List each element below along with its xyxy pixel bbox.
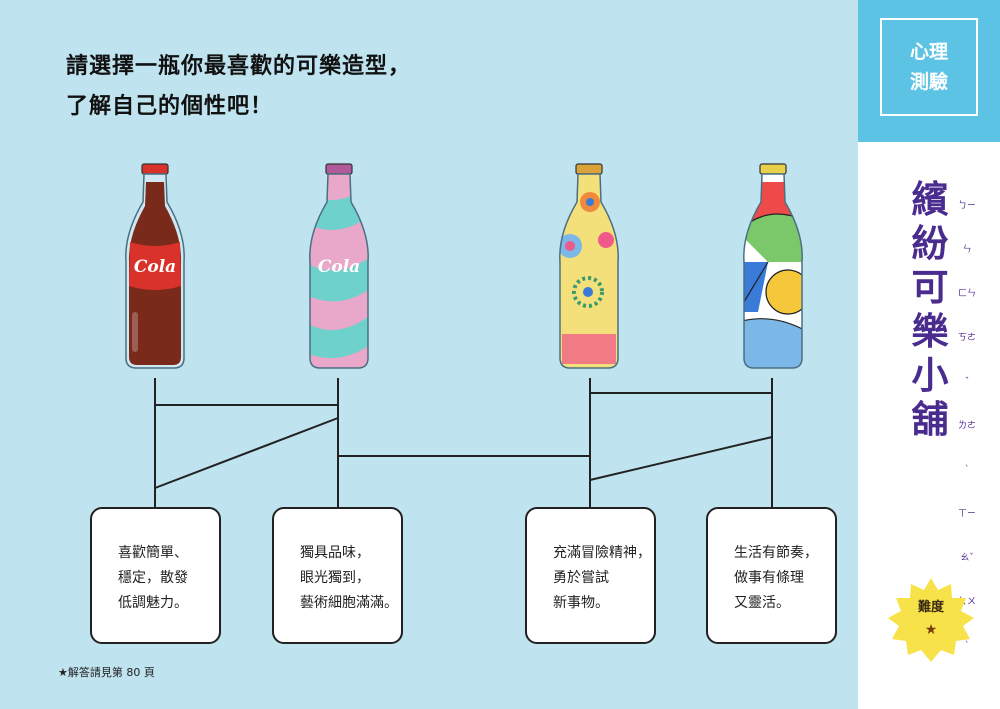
glass-panel xyxy=(743,318,803,368)
title-char: 樂 xyxy=(911,310,949,353)
card-line: 獨具品味， xyxy=(300,545,370,561)
card-line: 做事有條理 xyxy=(734,570,804,586)
card-line: 勇於嘗試 xyxy=(553,570,609,586)
result-card-3: 充滿冒險精神， 勇於嘗試 新事物。 xyxy=(525,507,656,644)
glass-panel xyxy=(743,214,803,262)
title-char: 舖 xyxy=(911,398,949,441)
bottle-outline xyxy=(559,173,619,369)
bottle-classic[interactable]: Cola xyxy=(120,162,190,374)
answer-footnote: ★解答請見第 80 頁 xyxy=(58,666,155,679)
card-line: 低調魅力。 xyxy=(118,595,188,611)
card-line: 又靈活。 xyxy=(734,595,790,611)
instruction-line-1: 請選擇一瓶你最喜歡的可樂造型， xyxy=(66,54,412,79)
difficulty-star-icon: ★ xyxy=(924,622,938,638)
flower-center xyxy=(583,287,593,297)
bottle-shine xyxy=(132,312,138,352)
sidebar-header: 心理 測驗 xyxy=(858,0,1000,142)
ladder-lines xyxy=(154,378,773,507)
ladder-rung xyxy=(154,417,339,489)
bopomofo-column: ㄅㄧㄣ ㄈㄣ ㄎㄜˇ ㄌㄜˋ ㄒㄧㄠˇ ㄆㄨˋ xyxy=(956,184,978,668)
card-line: 喜歡簡單、 xyxy=(118,545,188,561)
card-line: 充滿冒險精神， xyxy=(553,545,651,561)
difficulty-badge-icon xyxy=(888,578,974,662)
bopomofo: ㄆㄨˋ xyxy=(957,597,976,651)
vertical-title: 繽 紛 可 樂 小 舖 xyxy=(910,178,950,442)
card-line: 穩定，散發 xyxy=(118,570,188,586)
flower xyxy=(572,276,604,308)
difficulty-label: 難度 xyxy=(917,600,944,615)
bottle-outline xyxy=(309,173,369,369)
title-char: 可 xyxy=(911,266,949,309)
sidebar: 心理 測驗 繽 紛 可 樂 小 舖 ㄅㄧㄣ ㄈㄣ ㄎㄜˇ ㄌㄜˋ ㄒㄧㄠˇ ㄆㄨ… xyxy=(858,0,1000,709)
category-line-1: 心理 xyxy=(909,41,948,63)
bottle-outline xyxy=(743,173,803,369)
result-card-4: 生活有節奏， 做事有條理 又靈活。 xyxy=(706,507,837,644)
title-char: 繽 xyxy=(911,178,949,221)
flower xyxy=(598,232,614,248)
instruction-text: 請選擇一瓶你最喜歡的可樂造型， 了解自己的個性吧！ xyxy=(66,47,411,127)
title-char: 紛 xyxy=(911,222,949,265)
bottle-logo: Cola xyxy=(134,257,176,277)
card-line: 新事物。 xyxy=(553,595,609,611)
bopomofo: ㄌㄜˋ xyxy=(957,421,976,475)
puzzle-area: 請選擇一瓶你最喜歡的可樂造型， 了解自己的個性吧！ Cola Cola xyxy=(58,47,837,679)
flower-center xyxy=(586,198,594,206)
card-line: 生活有節奏， xyxy=(734,545,818,561)
bopomofo: ㄒㄧㄠˇ xyxy=(957,509,976,563)
category-tag: 心理 測驗 xyxy=(880,18,978,116)
card-line: 眼光獨到， xyxy=(300,570,370,586)
hearts-pattern xyxy=(562,334,616,364)
stripe xyxy=(309,312,369,358)
category-line-2: 測驗 xyxy=(909,71,948,93)
bopomofo: ㄎㄜˇ xyxy=(957,333,976,387)
bottle-stained-glass[interactable] xyxy=(738,162,808,374)
bopomofo: ㄅㄧㄣ xyxy=(957,201,976,255)
bottle-flower[interactable] xyxy=(554,162,624,374)
flower-center xyxy=(565,241,575,251)
card-line: 藝術細胞滿滿。 xyxy=(300,595,398,611)
result-card-2: 獨具品味， 眼光獨到， 藝術細胞滿滿。 xyxy=(272,507,403,644)
title-char: 小 xyxy=(911,354,949,397)
bottle-pastel[interactable]: Cola xyxy=(304,162,374,374)
bottle-label xyxy=(129,242,181,290)
instruction-line-2: 了解自己的個性吧！ xyxy=(66,94,274,119)
bottle-logo: Cola xyxy=(318,257,360,277)
glass-panel xyxy=(765,269,803,315)
bopomofo: ㄈㄣ xyxy=(957,289,976,299)
stripe xyxy=(309,254,369,302)
result-card-1: 喜歡簡單、 穩定，散發 低調魅力。 xyxy=(90,507,221,644)
ladder-rung xyxy=(589,436,773,481)
